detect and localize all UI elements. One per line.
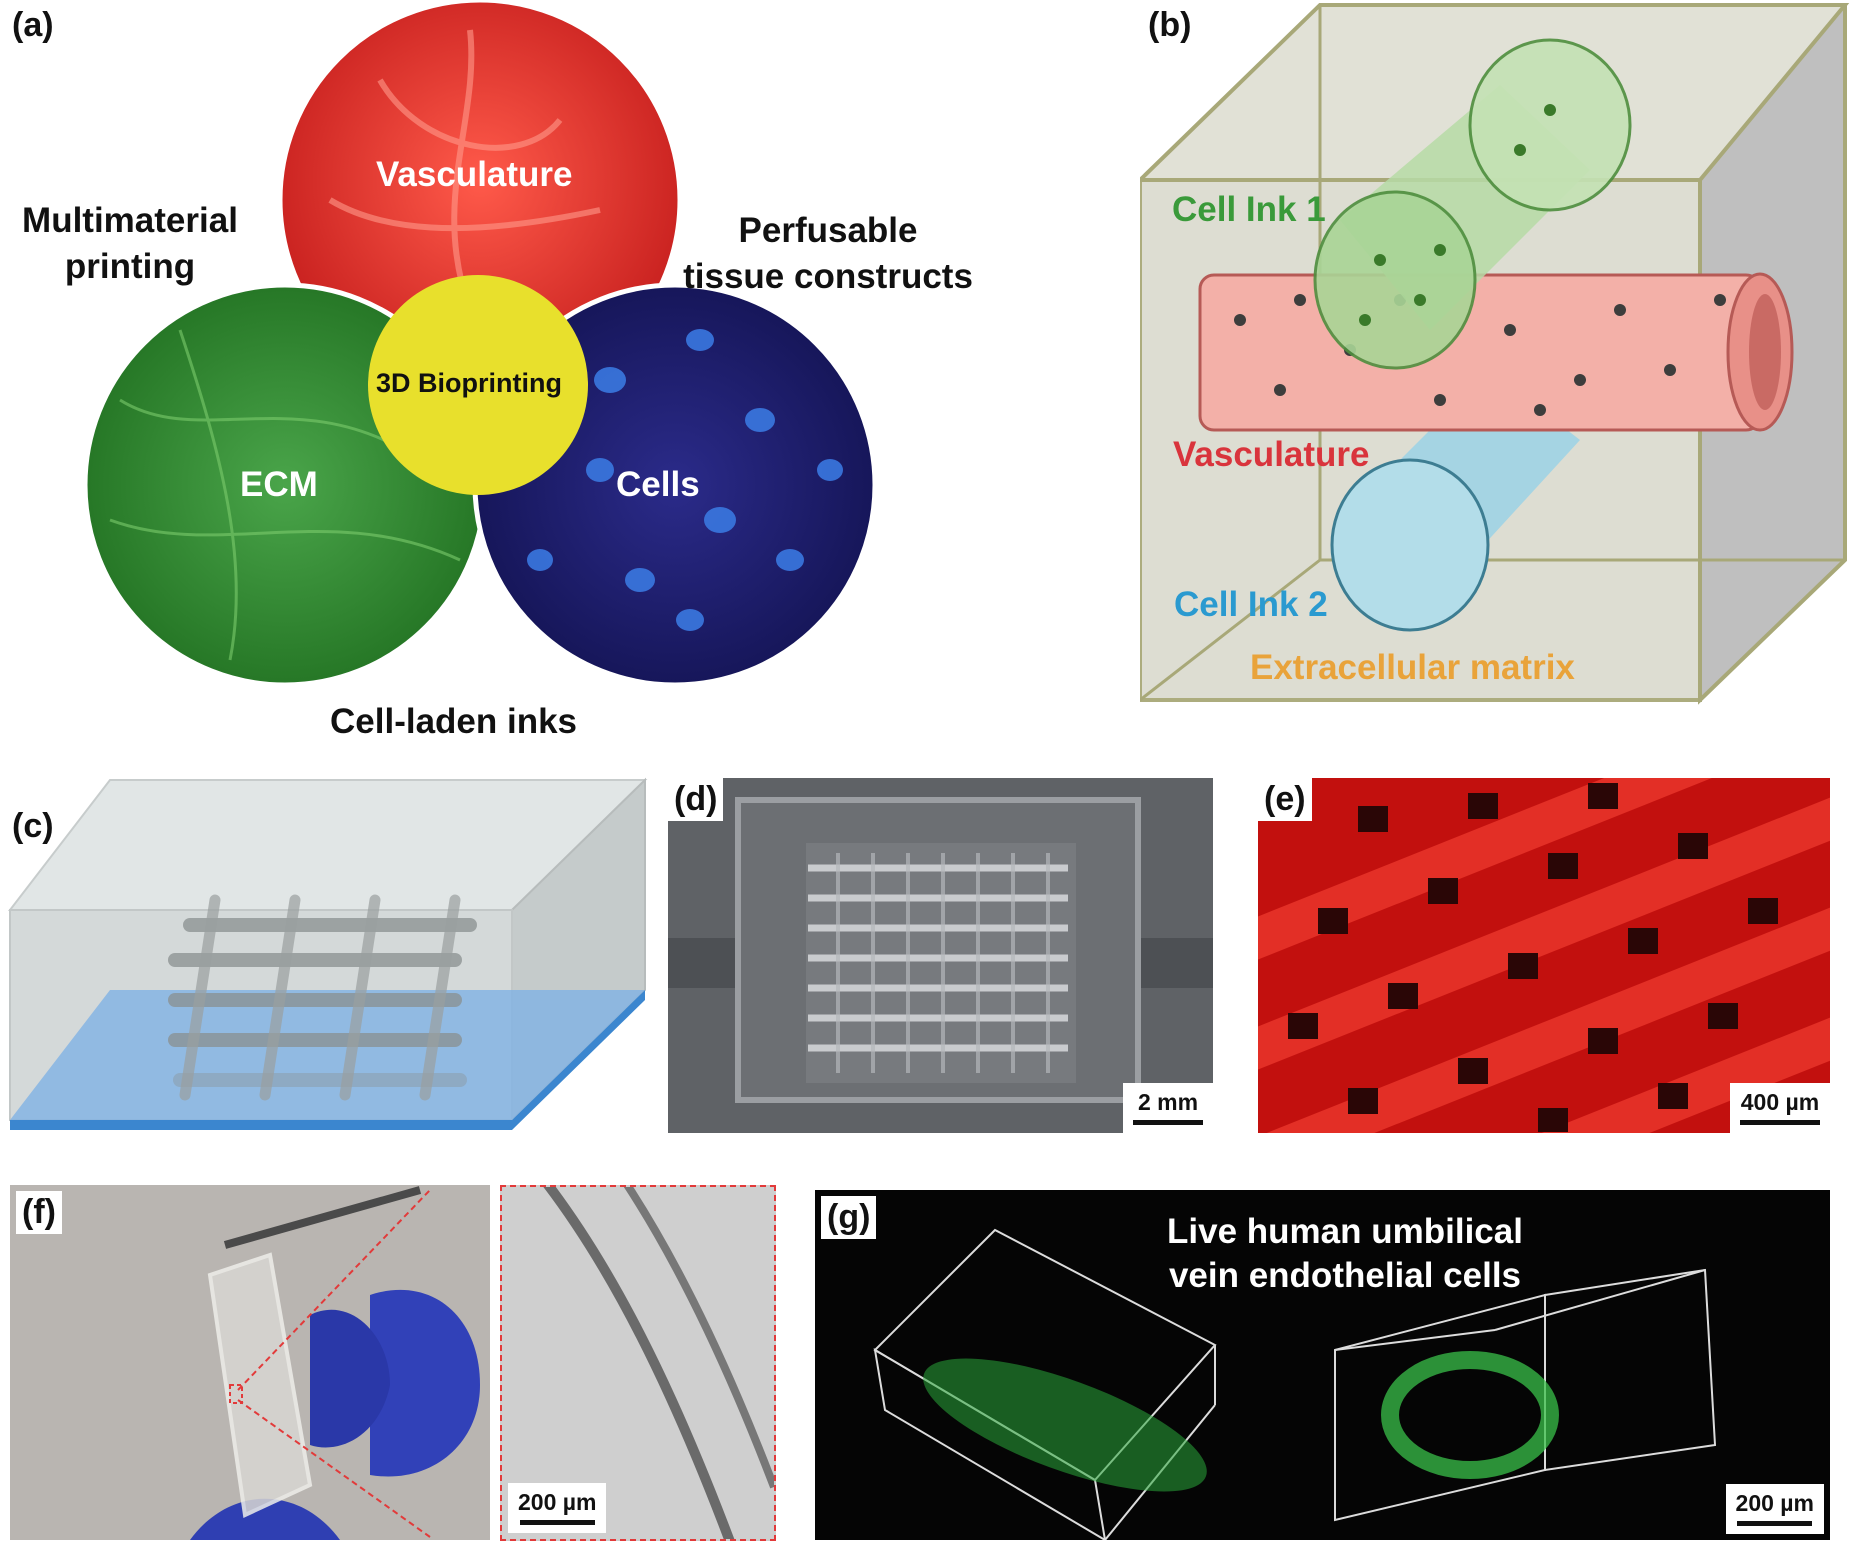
panel-a: (a) Vasculature ECM Cells 3D Bioprinting…: [0, 0, 1000, 760]
panel-f-letter: (f): [16, 1191, 62, 1234]
zoom-micrograph: 200 µm: [500, 1185, 776, 1541]
panel-e-scalebar: 400 µm: [1730, 1083, 1830, 1133]
cells-label: Cells: [616, 465, 700, 504]
panel-g-letter: (g): [821, 1196, 877, 1239]
panel-d: (d) 2 mm: [668, 778, 1213, 1133]
panel-e-letter: (e): [1258, 778, 1312, 821]
confocal-3d-render: [873, 1228, 1717, 1540]
panel-b-letter: (b): [1148, 6, 1192, 44]
ecm-label: ECM: [240, 465, 318, 504]
panel-d-scalebar: 2 mm: [1123, 1083, 1213, 1133]
perfusable-label: Perfusable tissue constructs: [683, 211, 973, 296]
cell-laden-inks-label: Cell-laden inks: [330, 702, 578, 741]
scaffold-diagram: [7, 777, 648, 1130]
bioprinting-label: 3D Bioprinting: [376, 368, 562, 398]
panel-d-letter: (d): [668, 778, 724, 821]
bioprinting-center-circle: [368, 275, 588, 495]
chip-photo: [10, 1185, 490, 1540]
panel-g-scalebar: 200 µm: [1725, 1484, 1824, 1534]
panel-a-letter: (a): [12, 6, 54, 44]
panel-c: (c): [0, 775, 650, 1140]
vessel-texture: [328, 29, 601, 312]
panel-f-scalebar: 200 µm: [508, 1483, 607, 1533]
venn-diagram: [82, 0, 878, 688]
vasculature-tube: [1198, 272, 1794, 432]
panel-e: (e) 400 µm: [1258, 778, 1830, 1133]
vasculature-b-label: Vasculature: [1173, 435, 1370, 474]
panel-g: (g) Live human umbilical vein endothelia…: [815, 1190, 1830, 1540]
cell-ink-1-tube: [1313, 38, 1632, 370]
cell-nuclei: [527, 329, 843, 631]
printed-device-photo: [668, 797, 1213, 1103]
ecm-cube-diagram: [1140, 2, 1850, 705]
ecm-texture: [109, 329, 461, 661]
cell-ink-2-label: Cell Ink 2: [1174, 585, 1328, 624]
panel-f: 200 µm (f): [10, 1185, 776, 1541]
fluorescent-lattice-image: [1258, 778, 1830, 1133]
pdms-chip: [207, 1252, 313, 1518]
panel-b: (b) Cell Ink 1 Vasculature Cell Ink 2 Ex…: [1140, 0, 1850, 720]
zoom-lines: [229, 1189, 431, 1538]
panel-g-title: Live human umbilical vein endothelial ce…: [1167, 1212, 1523, 1295]
extracellular-matrix-label: Extracellular matrix: [1250, 648, 1575, 687]
panel-c-letter: (c): [12, 807, 54, 845]
cell-ink-1-label: Cell Ink 1: [1172, 190, 1326, 229]
vasculature-label: Vasculature: [376, 155, 573, 194]
multimaterial-label: Multimaterial printing: [22, 201, 238, 286]
